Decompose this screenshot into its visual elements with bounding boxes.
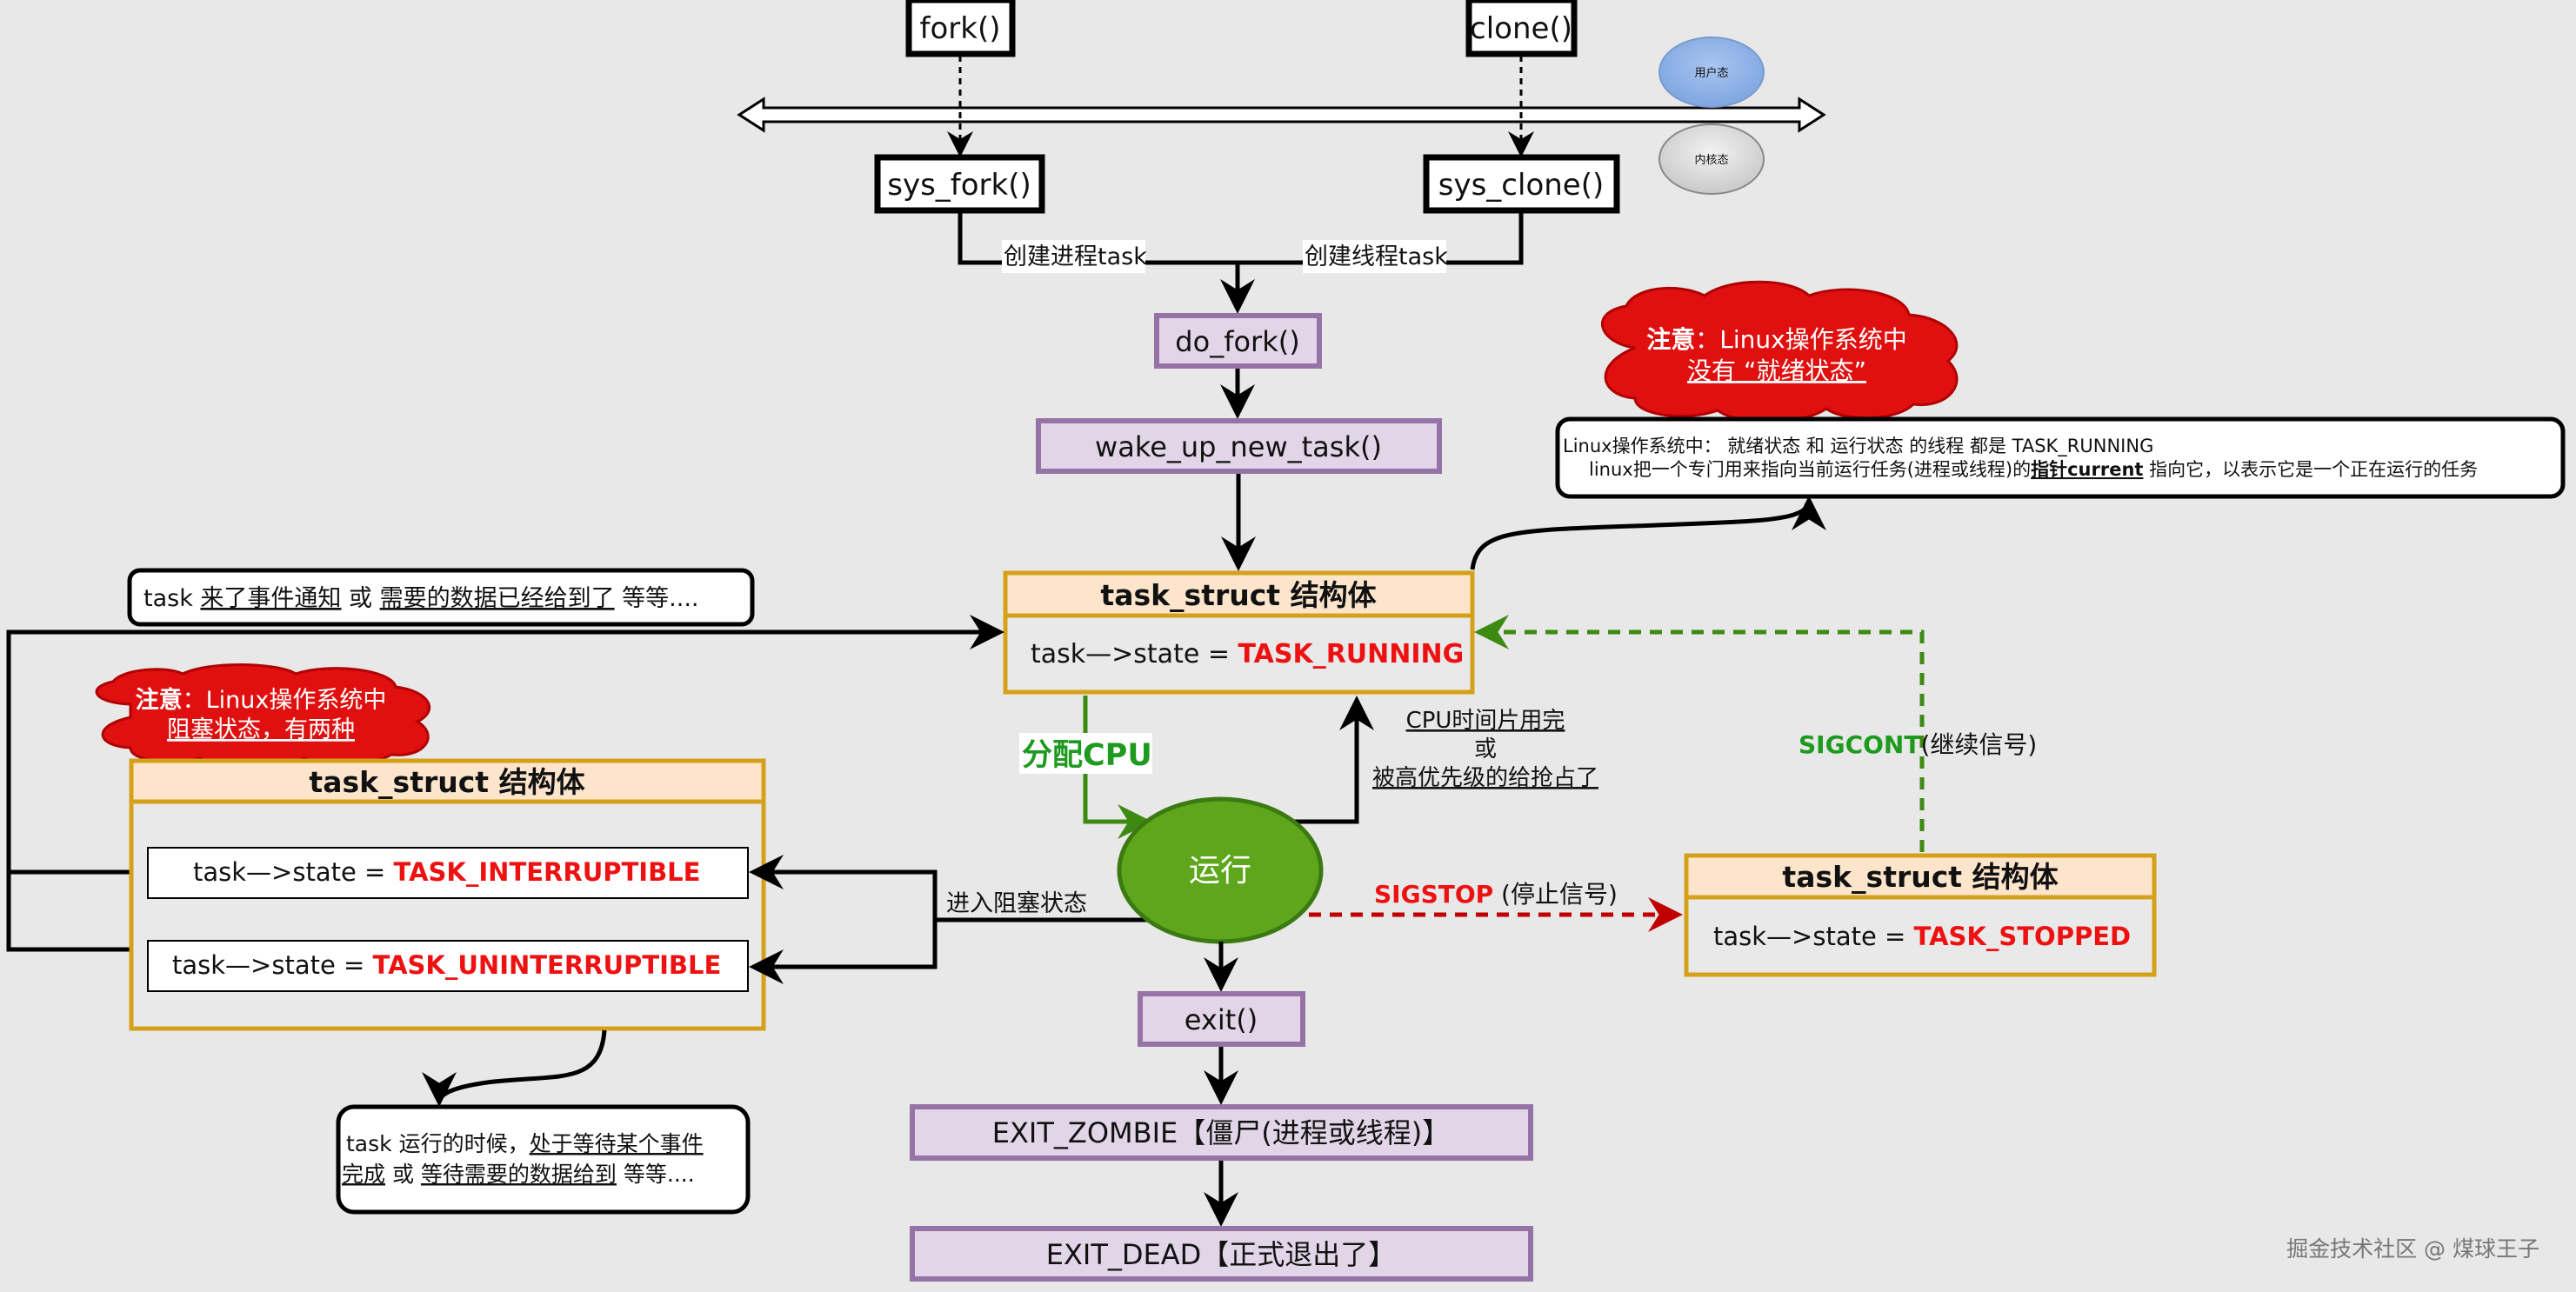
running-note-line1: Linux操作系统中： 就绪状态 和 运行状态 的线程 都是 TASK_RUNN… (1563, 436, 2153, 457)
sys-fork-box[interactable]: sys_fork() (874, 154, 1045, 214)
wakeup-note-box: task 来了事件通知 或 需要的数据已经给到了 等等.... (127, 568, 755, 627)
interruptible-state-row[interactable]: task—>state = TASK_INTERRUPTIBLE (147, 847, 749, 899)
exit-dead-label: EXIT_DEAD【正式退出了】 (1046, 1238, 1397, 1271)
running-struct-state: task—>state = TASK_RUNNING (1031, 639, 1464, 669)
enter-blocked-label: 进入阻塞状态 (946, 890, 1087, 917)
stopped-state-value: TASK_STOPPED (1914, 922, 2132, 951)
sigcont-arrow (1474, 615, 1925, 852)
wake-up-new-task-box[interactable]: wake_up_new_task() (1036, 418, 1442, 474)
user-mode-oval: 用户态 (1658, 37, 1765, 108)
exit-zombie-label: EXIT_ZOMBIE【僵尸(进程或线程)】 (992, 1116, 1450, 1149)
running-note-line2: linux把一个专门用来指向当前运行任务(进程或线程)的指针current 指向… (1589, 459, 2478, 480)
no-ready-state-cloud: 注意：Linux操作系统中 没有 “就绪状态” (1600, 280, 1959, 423)
sigstop-label: SIGSTOP (停止信号) (1374, 880, 1618, 909)
no-ready-cloud-line1: 注意：Linux操作系统中 (1646, 325, 1906, 354)
enter-blocked-line-interruptible (749, 855, 1148, 922)
blocked-cloud-line2: 阻塞状态，有两种 (167, 716, 355, 743)
create-thread-label-group: 创建线程task (1303, 240, 1448, 273)
blocked-note-line1: task 运行的时候，处于等待某个事件 (346, 1131, 704, 1156)
exit-zombie-box[interactable]: EXIT_ZOMBIE【僵尸(进程或线程)】 (910, 1104, 1533, 1161)
clone-label: clone() (1470, 11, 1572, 46)
sys-fork-label: sys_fork() (887, 168, 1031, 203)
interruptible-state-value: TASK_INTERRUPTIBLE (394, 857, 701, 887)
blocked-note-line2: 完成 或 等待需要的数据给到 等等.... (342, 1162, 695, 1187)
stopped-struct-title: task_struct 结构体 (1782, 860, 2058, 894)
blocked-to-note-connector (422, 1029, 607, 1107)
exit-dead-box[interactable]: EXIT_DEAD【正式退出了】 (910, 1226, 1533, 1282)
running-state-prefix: task—>state = (1031, 639, 1238, 669)
user-kernel-boundary-arrow (737, 97, 1826, 133)
fork-label: fork() (920, 11, 1001, 46)
preempt-label-line3: 被高优先级的给抢占了 (1372, 765, 1598, 791)
stopped-struct-state: task—>state = TASK_STOPPED (1713, 922, 2131, 951)
wake-up-new-task-label: wake_up_new_task() (1095, 430, 1382, 463)
blocked-note-box: task 运行的时候，处于等待某个事件 完成 或 等待需要的数据给到 等等...… (336, 1104, 751, 1215)
running-task-struct[interactable]: task_struct 结构体 task—>state = TASK_RUNNI… (1003, 570, 1475, 695)
preempt-line (1294, 696, 1374, 824)
interruptible-wakeup-line (6, 615, 1004, 875)
fork-box[interactable]: fork() (905, 0, 1016, 57)
svg-text:task—>state = TASK_UNINTERRUP: task—>state = TASK_UNINTERRUPTIBLE (172, 950, 721, 980)
running-to-note-connector (1470, 496, 1826, 570)
assign-cpu-label-group: 分配CPU (1019, 733, 1152, 774)
exit-label: exit() (1185, 1003, 1258, 1036)
create-process-label-group: 创建进程task (1002, 240, 1147, 273)
exit-box[interactable]: exit() (1138, 991, 1305, 1047)
running-node[interactable]: 运行 (1117, 796, 1324, 944)
do-fork-box[interactable]: do_fork() (1154, 313, 1322, 369)
preempt-label-line2: 或 (1474, 736, 1497, 763)
do-fork-label: do_fork() (1175, 325, 1299, 358)
uninterruptible-state-row[interactable]: task—>state = TASK_UNINTERRUPTIBLE (147, 940, 749, 992)
running-state-value: TASK_RUNNING (1238, 639, 1465, 669)
sys-clone-label: sys_clone() (1438, 168, 1605, 203)
blocked-cloud-line1: 注意：Linux操作系统中 (136, 686, 387, 714)
svg-text:task—>state = TASK_INTERRUPTI: task—>state = TASK_INTERRUPTIBLE (193, 857, 700, 887)
wakeup-note-text: task 来了事件通知 或 需要的数据已经给到了 等等.... (143, 585, 699, 612)
user-mode-label: 用户态 (1694, 66, 1728, 80)
clone-box[interactable]: clone() (1465, 0, 1578, 57)
uninterruptible-state-value: TASK_UNINTERRUPTIBLE (373, 950, 722, 980)
blocked-task-struct[interactable]: task_struct 结构体 task—>state = TASK_INTER… (129, 758, 766, 1031)
create-thread-label: 创建线程task (1305, 243, 1448, 270)
uninterruptible-wakeup-line (6, 872, 148, 952)
preempt-label-line1: CPU时间片用完 (1406, 708, 1565, 734)
kernel-mode-label: 内核态 (1694, 153, 1728, 167)
running-note-box: Linux操作系统中： 就绪状态 和 运行状态 的线程 都是 TASK_RUNN… (1555, 416, 2566, 499)
sigcont-label: SIGCONT(继续信号) (1799, 730, 2037, 759)
assign-cpu-label: 分配CPU (1022, 738, 1152, 773)
create-process-label: 创建进程task (1004, 243, 1147, 270)
watermark: 掘金技术社区 @ 煤球王子 (2286, 1236, 2539, 1262)
syscall-merge-line (958, 213, 1524, 265)
stopped-task-struct[interactable]: task_struct 结构体 task—>state = TASK_STOPP… (1684, 853, 2157, 977)
running-node-label: 运行 (1189, 853, 1251, 889)
sys-clone-box[interactable]: sys_clone() (1423, 154, 1620, 214)
kernel-mode-oval: 内核态 (1658, 123, 1765, 195)
blocked-struct-title: task_struct 结构体 (309, 765, 584, 799)
running-struct-title: task_struct 结构体 (1100, 578, 1376, 612)
enter-blocked-line-uninterruptible (749, 920, 938, 984)
no-ready-cloud-line2: 没有 “就绪状态” (1687, 356, 1866, 385)
blocked-states-cloud: 注意：Linux操作系统中 阻塞状态，有两种 (95, 663, 431, 769)
